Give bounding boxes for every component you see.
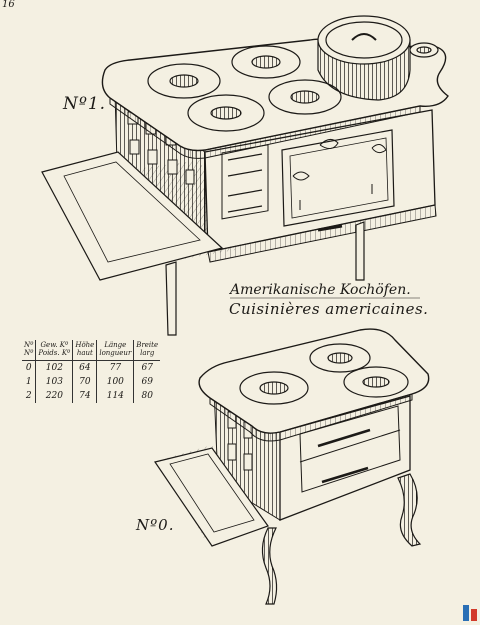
cell-width: 69 bbox=[133, 375, 161, 389]
cell-height: 70 bbox=[72, 375, 97, 389]
stove-no0-label: Nº0. bbox=[136, 516, 175, 534]
cell-height: 74 bbox=[72, 389, 97, 403]
cell-weight: 103 bbox=[35, 375, 73, 389]
cell-width: 67 bbox=[133, 360, 161, 375]
table-row: 1 103 70 100 69 bbox=[22, 375, 161, 389]
cell-weight: 102 bbox=[35, 360, 73, 375]
stove-no1 bbox=[41, 15, 449, 336]
cell-length: 77 bbox=[96, 360, 134, 375]
cell-length: 114 bbox=[96, 389, 134, 403]
table-row: 0 102 64 77 67 bbox=[22, 360, 161, 375]
stove0-hearth bbox=[154, 447, 269, 547]
cell-length: 100 bbox=[96, 375, 134, 389]
caption-german: Amerikanische Kochöfen. bbox=[230, 282, 411, 298]
stove-no1-label: Nº1. bbox=[63, 94, 107, 114]
cell-height: 64 bbox=[72, 360, 97, 375]
cell-weight: 220 bbox=[35, 389, 73, 403]
stove0-burners bbox=[239, 343, 409, 405]
cell-number: 0 bbox=[22, 360, 37, 375]
cell-number: 2 bbox=[22, 389, 37, 403]
table-row: 2 220 74 114 80 bbox=[22, 389, 161, 403]
page-number: 16 bbox=[2, 0, 15, 10]
cell-width: 80 bbox=[133, 389, 161, 403]
stove1-burners bbox=[147, 45, 342, 132]
publisher-logo-icon bbox=[463, 605, 477, 621]
stove1-pot bbox=[317, 15, 411, 101]
stove1-hearth bbox=[41, 151, 224, 281]
caption-french: Cuisinières americaines. bbox=[229, 300, 429, 318]
stove-no0 bbox=[154, 328, 430, 605]
cell-number: 1 bbox=[22, 375, 37, 389]
